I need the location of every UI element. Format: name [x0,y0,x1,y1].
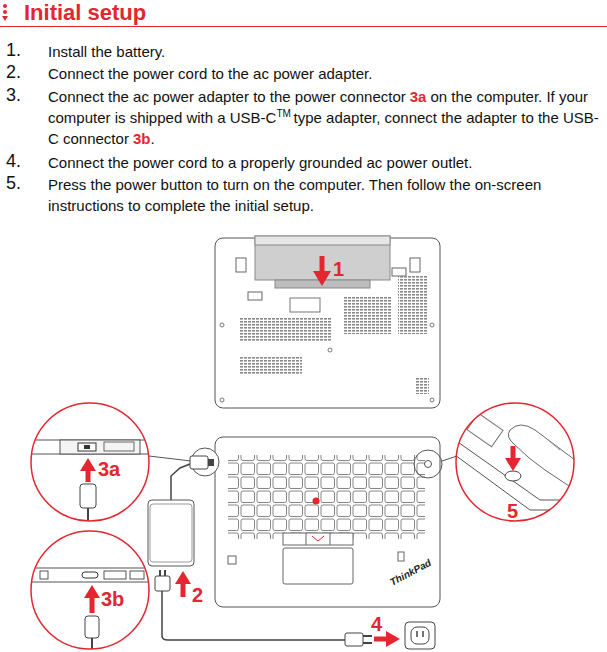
callout-number: 1 [333,258,344,280]
step-text-part: Connect the ac power adapter to the powe… [48,88,406,105]
step-text-part: TM [276,108,290,119]
callout-number: 3a [98,458,120,480]
step-number: 2. [6,62,21,83]
step-text-part: 3a [410,88,427,105]
step-number: 3. [6,85,21,106]
callout-number: 4 [371,613,382,635]
callout-number: 2 [192,584,203,606]
step-number: 5. [6,173,21,194]
step-text: Connect the power cord to the ac power a… [48,63,603,84]
step-text-part: . [150,130,154,147]
step-text: Connect the power cord to a properly gro… [48,152,603,173]
step-text-part: 3b [133,130,151,147]
callout-number: 3b [101,588,124,610]
section-title: Initial setup [24,0,146,26]
step-text: Install the battery. [48,41,603,62]
step-number: 4. [6,151,21,172]
step-number: 1. [6,40,21,61]
step-text: Connect the ac power adapter to the powe… [48,86,603,149]
step-text: Press the power button to turn on the co… [48,174,603,216]
callout-number: 5 [507,500,518,522]
